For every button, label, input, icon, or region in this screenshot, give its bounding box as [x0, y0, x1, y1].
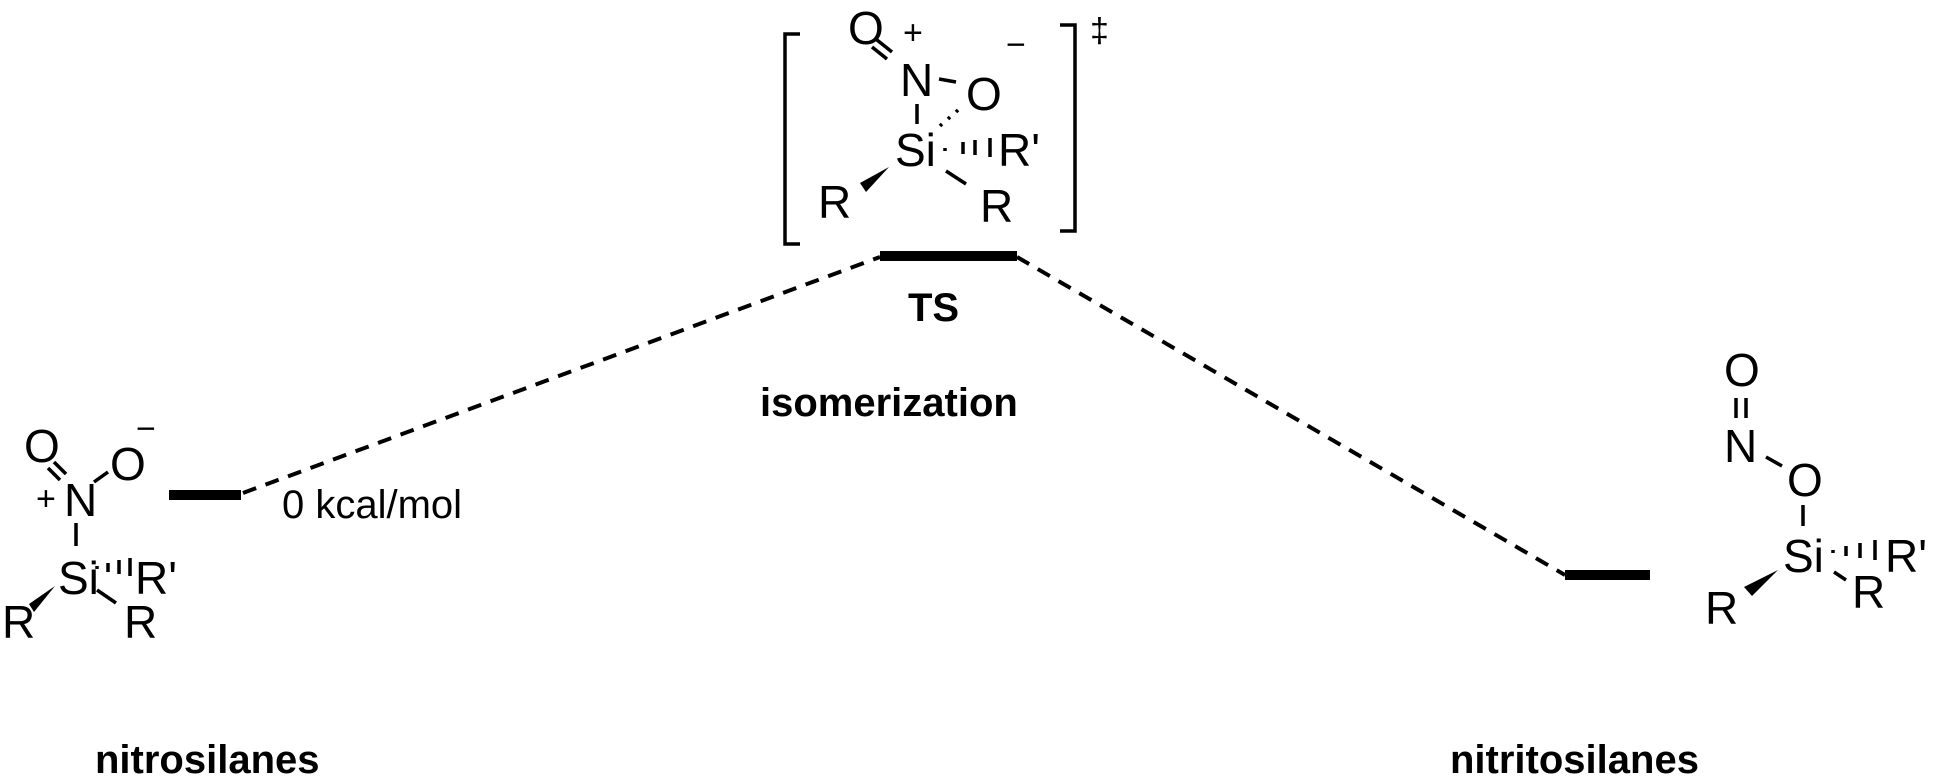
- atom-r: R: [980, 180, 1013, 232]
- dagger-symbol: ‡: [1090, 12, 1109, 50]
- atom-si: Si: [58, 552, 99, 604]
- atom-r-prime: R': [998, 124, 1040, 176]
- atom-o-minus: O: [966, 68, 1002, 120]
- bracket-right: [1060, 23, 1077, 233]
- reactant-label: nitrosilanes: [95, 738, 320, 780]
- atom-si: Si: [895, 124, 936, 176]
- atom-o: O: [1724, 344, 1760, 396]
- atom-r: R: [1705, 582, 1738, 634]
- atom-o: O: [848, 2, 884, 54]
- product-label: nitritosilanes: [1450, 738, 1699, 780]
- atom-o: O: [1787, 454, 1823, 506]
- atom-si: Si: [1783, 530, 1824, 582]
- charge-plus: +: [36, 480, 56, 518]
- atom-r-prime: R': [135, 552, 177, 604]
- charge-minus: −: [1006, 26, 1026, 64]
- ts-structure: ‡ O + N O − Si R' R R: [783, 2, 1109, 246]
- atom-n: N: [1724, 420, 1757, 472]
- atom-r-prime: R': [1885, 530, 1927, 582]
- nitrosilane-structure: O N O − + Si R' R R: [2, 410, 177, 648]
- atom-r: R: [124, 596, 157, 648]
- nitritosilane-structure: O N O Si R' R R: [1705, 344, 1927, 634]
- charge-minus: −: [136, 410, 156, 448]
- atom-n: N: [900, 54, 933, 106]
- ts-label: TS: [908, 286, 959, 330]
- atom-n: N: [64, 474, 97, 526]
- ts-sublabel: isomerization: [760, 381, 1018, 425]
- atom-o-minus: O: [110, 438, 146, 490]
- bracket-left: [783, 32, 800, 246]
- reaction-path-left: [242, 255, 881, 495]
- reactant-energy: 0 kcal/mol: [282, 483, 462, 527]
- atom-r: R: [1852, 566, 1885, 618]
- reaction-path-right: [1015, 255, 1567, 577]
- charge-plus: +: [903, 14, 923, 52]
- atom-r: R: [818, 176, 851, 228]
